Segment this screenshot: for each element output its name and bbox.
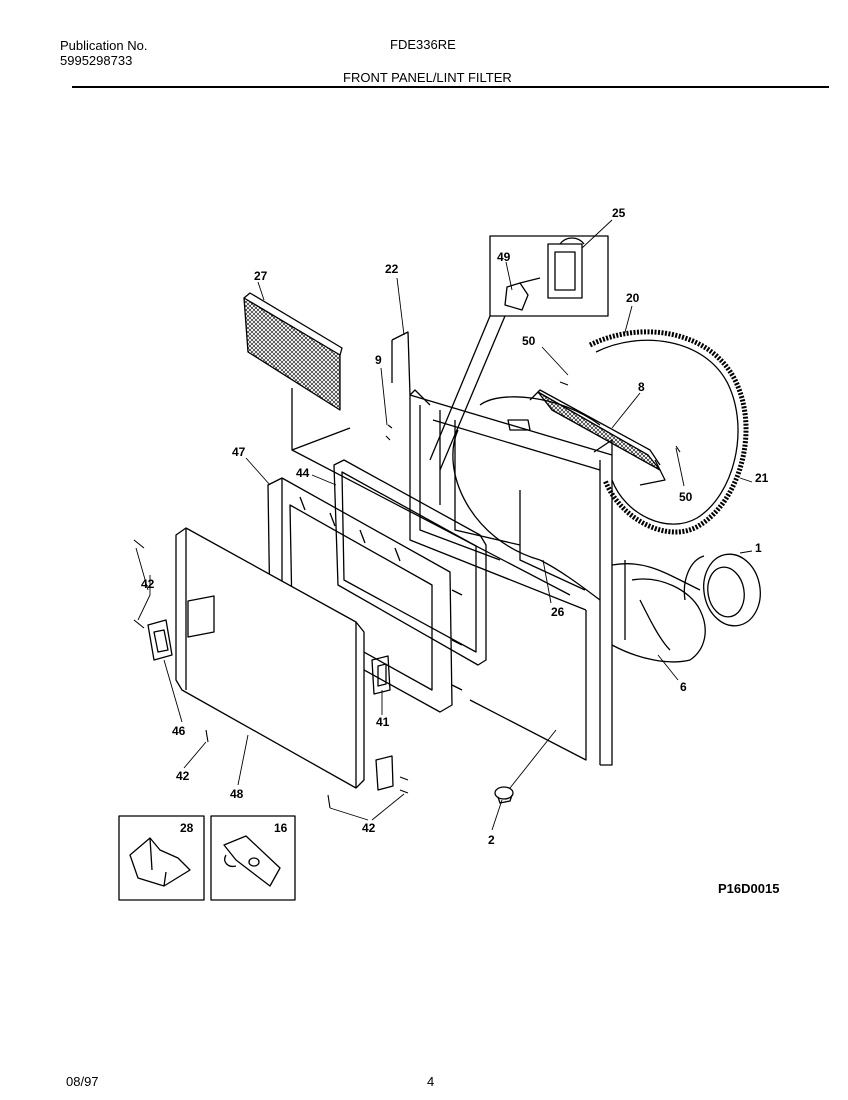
inset-box-28 [118, 815, 205, 901]
callout-20: 20 [626, 291, 640, 305]
filter-grille [243, 292, 571, 596]
callout-44: 44 [296, 466, 310, 480]
door-hinges [371, 655, 394, 791]
callout-47: 47 [232, 445, 246, 459]
callout-26: 26 [551, 605, 565, 619]
callout-28: 28 [180, 821, 194, 835]
callout-6: 6 [680, 680, 687, 694]
model-number: FDE336RE [390, 37, 456, 52]
callout-22: 22 [385, 262, 399, 276]
part-callouts: 25 49 20 50 8 50 21 1 6 22 9 27 47 44 42… [141, 206, 769, 847]
header-rule [72, 86, 829, 88]
callout-41: 41 [376, 715, 390, 729]
callout-42-left: 42 [141, 577, 155, 591]
drum-seal [588, 329, 749, 535]
callout-50-top: 50 [522, 334, 536, 348]
callout-50-right: 50 [679, 490, 693, 504]
drawing-id: P16D0015 [718, 881, 780, 896]
outer-door [175, 527, 365, 789]
callout-48: 48 [230, 787, 244, 801]
page-number: 4 [427, 1074, 435, 1089]
callout-49: 49 [497, 250, 511, 264]
callout-2: 2 [488, 833, 495, 847]
callout-46: 46 [172, 724, 186, 738]
callout-16: 16 [274, 821, 288, 835]
door-catch [147, 619, 173, 661]
publication-number: 5995298733 [60, 53, 133, 68]
callout-9: 9 [375, 353, 382, 367]
callout-42-bottom: 42 [362, 821, 376, 835]
cabinet-front-frame [391, 331, 613, 766]
lint-screen-inset-box [429, 235, 609, 471]
exhaust-duct-ring [683, 553, 761, 627]
callout-8: 8 [638, 380, 645, 394]
callout-1: 1 [755, 541, 762, 555]
footer-date: 08/97 [66, 1074, 99, 1089]
blower-housing [611, 560, 706, 663]
callout-21: 21 [755, 471, 769, 485]
drum-opening [452, 396, 601, 601]
callout-42-bottom-left: 42 [176, 769, 190, 783]
inset-box-16 [210, 815, 296, 901]
callout-25: 25 [612, 206, 626, 220]
publication-label: Publication No. [60, 38, 148, 53]
lint-screen [529, 389, 666, 486]
door-gasket [333, 459, 487, 666]
leader-lines [135, 219, 753, 831]
callout-27: 27 [254, 269, 268, 283]
screws [133, 381, 681, 809]
leveling-foot [494, 786, 514, 804]
section-title: FRONT PANEL/LINT FILTER [343, 70, 512, 85]
